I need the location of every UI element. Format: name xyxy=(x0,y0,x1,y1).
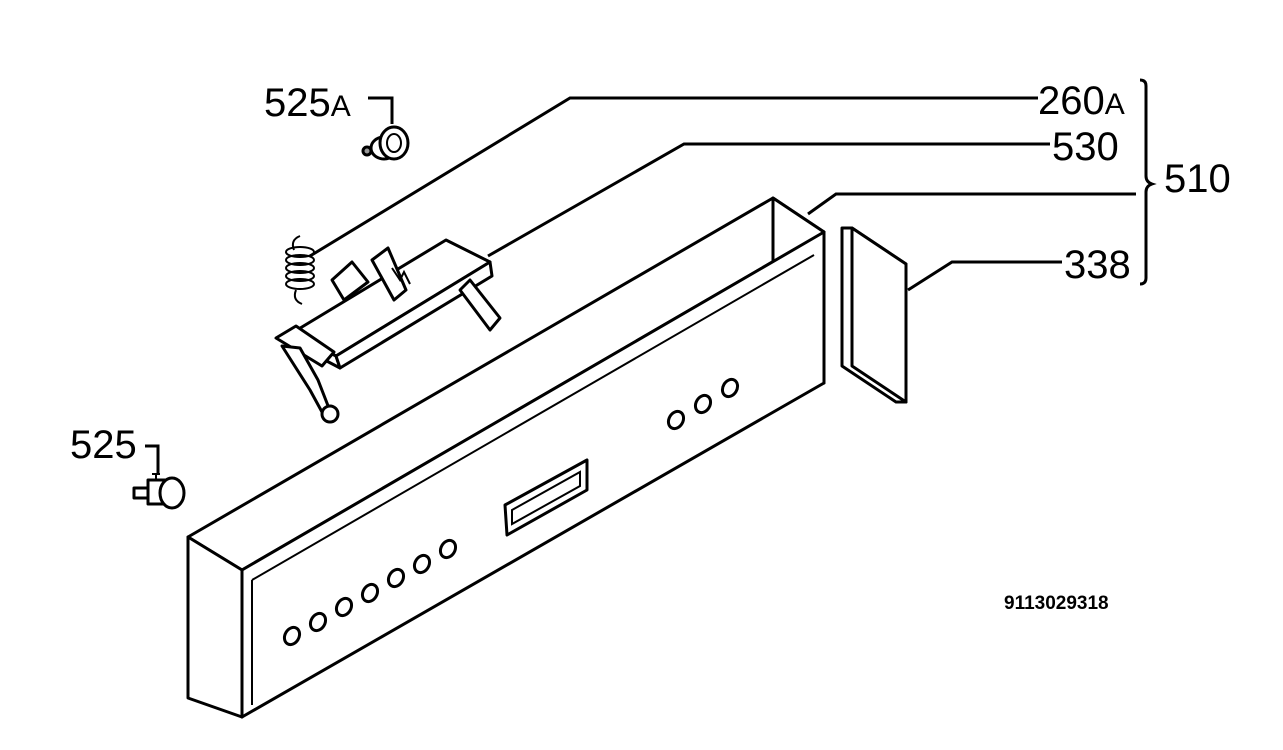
panel-buttons-right xyxy=(666,377,740,431)
label-510: 510 xyxy=(1164,157,1231,201)
button-knob-525a xyxy=(361,125,410,161)
label-525a: 525A xyxy=(264,81,351,125)
spring xyxy=(285,235,315,305)
label-530: 530 xyxy=(1052,125,1119,169)
button-switch-525 xyxy=(132,473,186,510)
control-panel xyxy=(186,196,826,719)
leader-lines xyxy=(145,78,1157,474)
label-260a: 260A xyxy=(1038,79,1125,123)
trim-strip xyxy=(840,226,908,404)
label-525: 525 xyxy=(70,423,137,467)
label-338: 338 xyxy=(1064,243,1131,287)
diagram-code: 9113029318 xyxy=(1004,593,1109,614)
part-labels: 525A 260A 530 510 338 525 9113029318 xyxy=(70,79,1231,614)
door-handle xyxy=(274,238,502,424)
panel-buttons-left xyxy=(282,538,458,647)
